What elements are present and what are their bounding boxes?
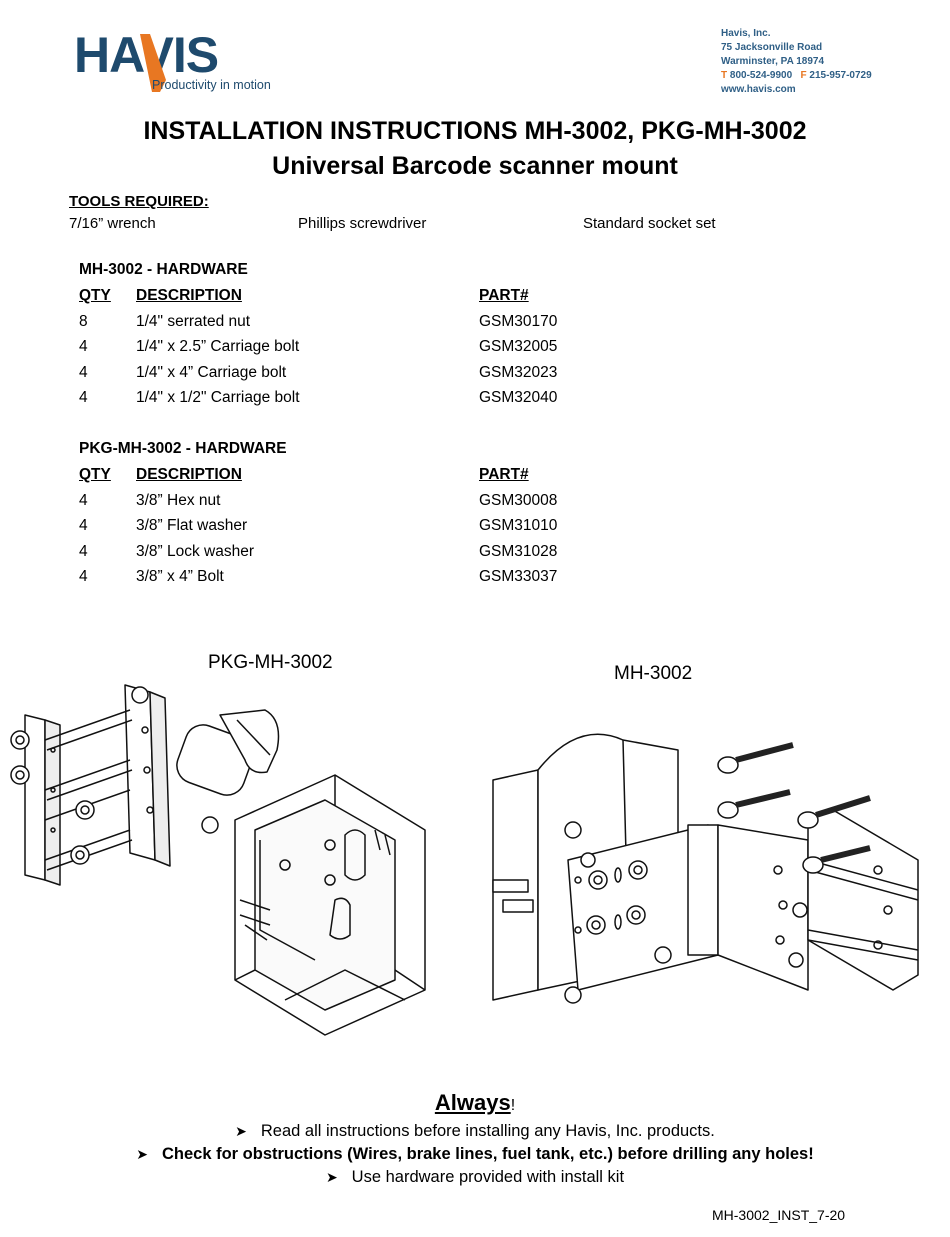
table-cell-part: GSM32040 (479, 389, 558, 406)
always-heading-text: Always (434, 1090, 511, 1115)
pkg-mh-3002-illustration (10, 684, 426, 1036)
company-phones: T 800-524-9900 F 215-957-0729 (721, 69, 872, 83)
tools-heading: TOOLS REQUIRED: (69, 193, 209, 210)
column-header-description: DESCRIPTION (136, 287, 242, 304)
table-cell-description: 1/4" x 4” Carriage bolt (136, 364, 287, 381)
column-header-part: PART# (479, 466, 529, 483)
list-item: ➤ Check for obstructions (Wires, brake li… (0, 1145, 950, 1164)
table-cell-qty: 4 (79, 364, 88, 381)
arrow-bullet-icon: ➤ (325, 1169, 338, 1185)
arrow-bullet-icon: ➤ (136, 1146, 148, 1162)
figure-label-mh: MH-3002 (614, 663, 693, 684)
bullet-text: Read all instructions before installing … (260, 1122, 715, 1140)
figure-label-pkg: PKG-MH-3002 (208, 652, 333, 673)
column-header-part: PART# (479, 287, 529, 304)
table-cell-description: 3/8” Hex nut (136, 492, 221, 509)
document-id: MH-3002_INST_7-20 (712, 1207, 846, 1223)
table-cell-part: GSM32023 (479, 364, 558, 381)
company-address: Havis, Inc. 75 Jacksonville Road Warmins… (721, 27, 872, 97)
table-cell-description: 3/8” Flat washer (136, 517, 248, 534)
table-cell-description: 3/8” x 4” Bolt (136, 568, 224, 585)
table-cell-qty: 4 (79, 389, 88, 406)
company-website[interactable]: www.havis.com (721, 84, 796, 95)
table-cell-description: 1/4" x 1/2" Carriage bolt (136, 389, 300, 406)
tool-item: Standard socket set (583, 215, 716, 232)
fax-prefix: F (800, 70, 807, 81)
phone-number: 800-524-9900 (729, 70, 793, 81)
arrow-bullet-icon: ➤ (235, 1123, 247, 1139)
table-cell-description: 3/8” Lock washer (136, 543, 255, 560)
column-header-qty: QTY (79, 466, 111, 483)
table-cell-qty: 4 (79, 517, 88, 534)
column-header-description: DESCRIPTION (136, 466, 242, 483)
company-city: Warminster, PA 18974 (721, 56, 825, 67)
logo-tagline: Productivity in motion (152, 78, 271, 92)
table-cell-part: GSM33037 (479, 568, 558, 585)
table-cell-qty: 4 (79, 338, 88, 355)
table-cell-qty: 4 (79, 543, 88, 560)
bullet-text: Use hardware provided with install kit (351, 1168, 625, 1186)
table-cell-part: GSM31028 (479, 543, 558, 560)
hardware-table-title: PKG-MH-3002 - HARDWARE (79, 440, 287, 457)
table-cell-part: GSM30008 (479, 492, 558, 509)
list-item: ➤ Read all instructions before installing… (0, 1122, 950, 1141)
company-street: 75 Jacksonville Road (721, 42, 823, 53)
table-cell-qty: 8 (79, 313, 88, 330)
fax-number: 215-957-0729 (809, 70, 872, 81)
column-header-qty: QTY (79, 287, 111, 304)
page-subtitle: Universal Barcode scanner mount (272, 152, 678, 180)
table-cell-part: GSM32005 (479, 338, 558, 355)
mh-3002-illustration (492, 733, 919, 1004)
company-name: Havis, Inc. (721, 28, 771, 39)
havis-logo: HAVIS Productivity in motion (74, 30, 284, 96)
logo-swoosh-icon (140, 34, 166, 92)
table-cell-description: 1/4" serrated nut (136, 313, 251, 330)
tool-item: Phillips screwdriver (298, 215, 427, 232)
hardware-table-title: MH-3002 - HARDWARE (79, 261, 248, 278)
table-cell-description: 1/4" x 2.5” Carriage bolt (136, 338, 300, 355)
always-heading-exclaim: ! (510, 1097, 516, 1114)
always-heading: Always! (0, 1090, 950, 1116)
phone-prefix: T (721, 70, 728, 81)
table-cell-part: GSM31010 (479, 517, 558, 534)
list-item: ➤ Use hardware provided with install kit (0, 1168, 950, 1187)
bullet-text: Check for obstructions (Wires, brake lin… (161, 1145, 814, 1163)
table-cell-qty: 4 (79, 568, 88, 585)
table-cell-qty: 4 (79, 492, 88, 509)
tool-item: 7/16” wrench (69, 215, 156, 232)
table-cell-part: GSM30170 (479, 313, 558, 330)
page-title: INSTALLATION INSTRUCTIONS MH-3002, PKG-M… (143, 117, 807, 145)
